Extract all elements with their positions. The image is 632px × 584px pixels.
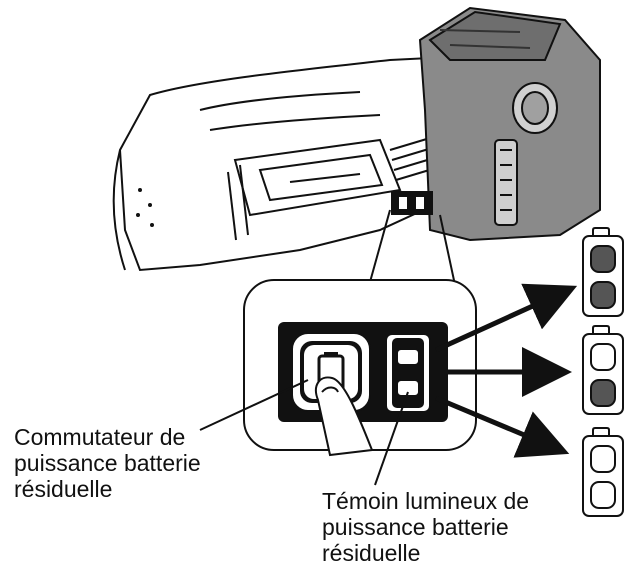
callout-leader-right <box>439 214 456 286</box>
switch-label-line-2: puissance batterie <box>14 450 201 476</box>
tool-body <box>112 56 447 272</box>
indicator-label-line-2: puissance batterie <box>322 514 509 540</box>
indicator-lamp-top <box>396 348 420 366</box>
switch-label-line-3: résiduelle <box>14 476 113 502</box>
indicator-label-line-1: Témoin lumineux de <box>322 488 530 514</box>
battery-pack <box>418 6 601 242</box>
indicator-state-2 <box>582 325 624 415</box>
indicator-state-bottom-lamp <box>590 281 616 309</box>
indicator-label: Témoin lumineux de puissance batterie ré… <box>322 488 529 566</box>
finger <box>314 376 374 457</box>
indicator-state-top-lamp <box>590 445 616 473</box>
arrow-to-state-3 <box>435 395 570 458</box>
switch-label-line-1: Commutateur de <box>14 424 186 450</box>
indicator-state-3 <box>582 427 624 517</box>
indicator-state-top-lamp <box>590 343 616 371</box>
indicator-state-bottom-lamp <box>590 379 616 407</box>
indicator-label-line-3: résiduelle <box>322 540 421 566</box>
indicator-state-top-lamp <box>590 245 616 273</box>
indicator-states <box>582 227 624 517</box>
indicator-pointer <box>374 391 409 486</box>
switch-label: Commutateur de puissance batterie résidu… <box>14 424 201 502</box>
indicator-lamp-bottom <box>396 379 420 397</box>
indicator-state-1 <box>582 227 624 317</box>
arrow-to-state-1 <box>434 283 578 353</box>
switch-pointer <box>199 379 309 431</box>
callout-box <box>243 279 477 457</box>
indicator-state-bottom-lamp <box>590 481 616 509</box>
tool-switch-area <box>391 191 433 215</box>
